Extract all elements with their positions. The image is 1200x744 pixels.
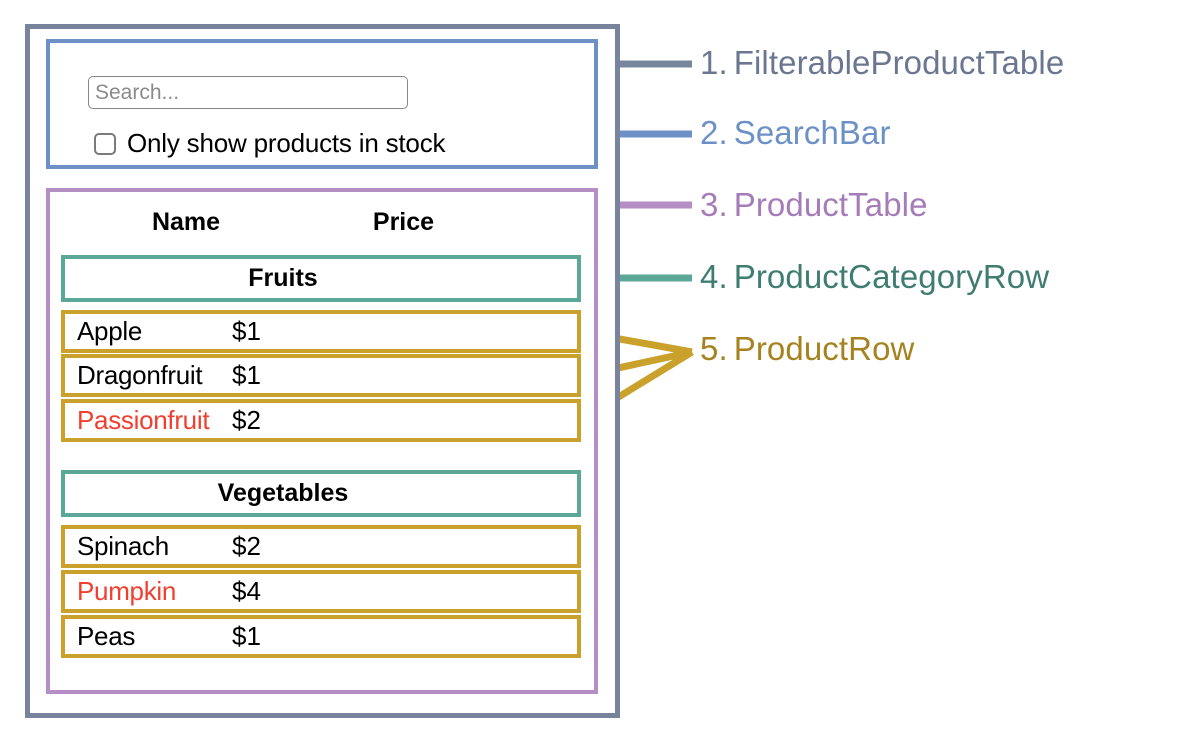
product-row-price: $1 <box>232 360 261 390</box>
product-row[interactable]: Pumpkin $4 <box>61 570 581 613</box>
product-row-name: Pumpkin <box>77 576 177 606</box>
in-stock-filter-row[interactable]: Only show products in stock <box>94 128 445 159</box>
in-stock-checkbox-label: Only show products in stock <box>127 128 446 158</box>
product-row-name: Spinach <box>77 531 169 561</box>
product-row-price: $2 <box>232 531 261 561</box>
product-row-price: $4 <box>232 576 261 606</box>
legend-label: ProductRow <box>733 330 915 367</box>
legend-label: SearchBar <box>733 114 891 151</box>
legend-item-product-row: 5.ProductRow <box>700 330 914 368</box>
legend-number: 5. <box>700 330 728 367</box>
product-row-price: $1 <box>232 621 261 651</box>
product-category-row: Fruits <box>61 255 581 302</box>
product-row-name: Apple <box>77 316 142 346</box>
product-row[interactable]: Spinach $2 <box>61 525 581 568</box>
legend-label: FilterableProductTable <box>733 44 1065 81</box>
product-row-name: Peas <box>77 621 136 651</box>
legend-item-filterable-product-table: 1.FilterableProductTable <box>700 44 1064 82</box>
column-header-price: Price <box>372 207 435 236</box>
legend-item-product-table: 3.ProductTable <box>700 186 928 224</box>
legend-item-product-category-row: 4.ProductCategoryRow <box>700 258 1049 296</box>
legend-label: ProductTable <box>733 186 928 223</box>
product-category-row-label: Fruits <box>248 264 318 292</box>
product-row-name: Passionfruit <box>77 405 210 435</box>
product-row-name: Dragonfruit <box>77 360 203 390</box>
product-row[interactable]: Passionfruit $2 <box>61 399 581 442</box>
legend-number: 1. <box>700 44 728 81</box>
product-row[interactable]: Dragonfruit $1 <box>61 354 581 397</box>
product-row[interactable]: Apple $1 <box>61 310 581 353</box>
in-stock-checkbox[interactable] <box>94 132 116 155</box>
product-table-header-row: Name Price <box>61 198 581 246</box>
search-input[interactable] <box>88 76 408 109</box>
legend-number: 2. <box>700 114 728 151</box>
product-category-row: Vegetables <box>61 470 581 517</box>
product-row-price: $2 <box>232 405 261 435</box>
product-row[interactable]: Peas $1 <box>61 615 581 658</box>
legend-label: ProductCategoryRow <box>733 258 1050 295</box>
product-category-row-label: Vegetables <box>217 479 349 507</box>
legend-item-search-bar: 2.SearchBar <box>700 114 891 152</box>
product-row-price: $1 <box>232 316 261 346</box>
legend-number: 4. <box>700 258 728 295</box>
legend-number: 3. <box>700 186 728 223</box>
column-header-name: Name <box>151 207 221 236</box>
